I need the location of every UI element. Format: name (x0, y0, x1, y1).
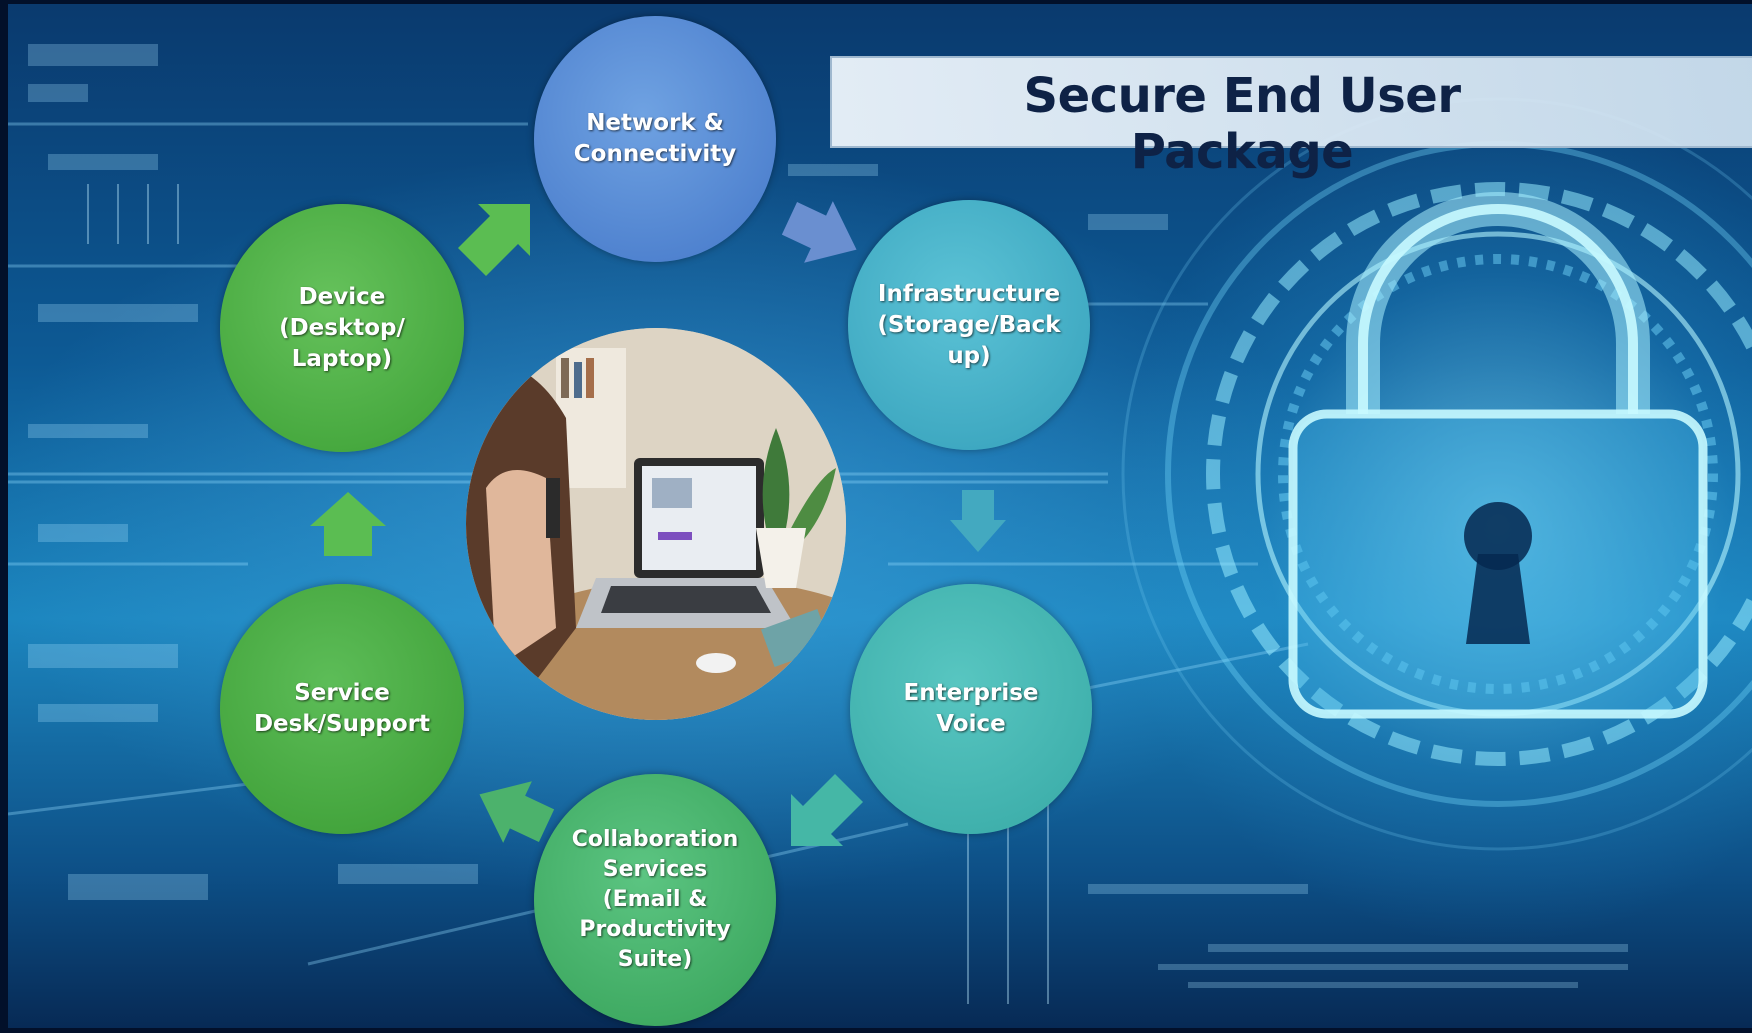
padlock-icon (1178, 144, 1752, 808)
node-label: Infrastructure (Storage/Back up) (877, 280, 1061, 369)
node-network-connectivity: Network & Connectivity (534, 16, 776, 262)
arrow-device-to-network (448, 196, 538, 290)
node-infrastructure: Infrastructure (Storage/Back up) (848, 200, 1090, 450)
node-label: Collaboration Services (Email & Producti… (571, 827, 739, 972)
node-label: Device (Desktop/ Laptop) (279, 283, 405, 372)
arrow-collaboration-to-service-desk (468, 770, 558, 854)
node-label: Service Desk/Support (253, 680, 431, 737)
diagram-canvas: Secure End User Package (8, 4, 1752, 1028)
node-collaboration-services: Collaboration Services (Email & Producti… (534, 774, 776, 1026)
person-laptop-illustration (466, 328, 846, 720)
tech-background (8, 44, 1752, 1004)
center-photo (466, 328, 846, 720)
arrow-voice-to-collaboration (783, 762, 873, 856)
node-label: Enterprise Voice (903, 680, 1039, 737)
title-banner: Secure End User Package (830, 56, 1752, 180)
arrow-service-desk-to-device (308, 490, 388, 564)
node-service-desk-support: Service Desk/Support (220, 584, 464, 834)
node-label: Network & Connectivity (573, 110, 737, 167)
node-device-desktop-laptop: Device (Desktop/ Laptop) (220, 204, 464, 452)
arrow-network-to-infrastructure (778, 194, 868, 278)
diagram-title: Secure End User Package (1023, 68, 1462, 180)
node-enterprise-voice: Enterprise Voice (850, 584, 1092, 834)
arrow-infrastructure-to-voice (948, 486, 1008, 560)
